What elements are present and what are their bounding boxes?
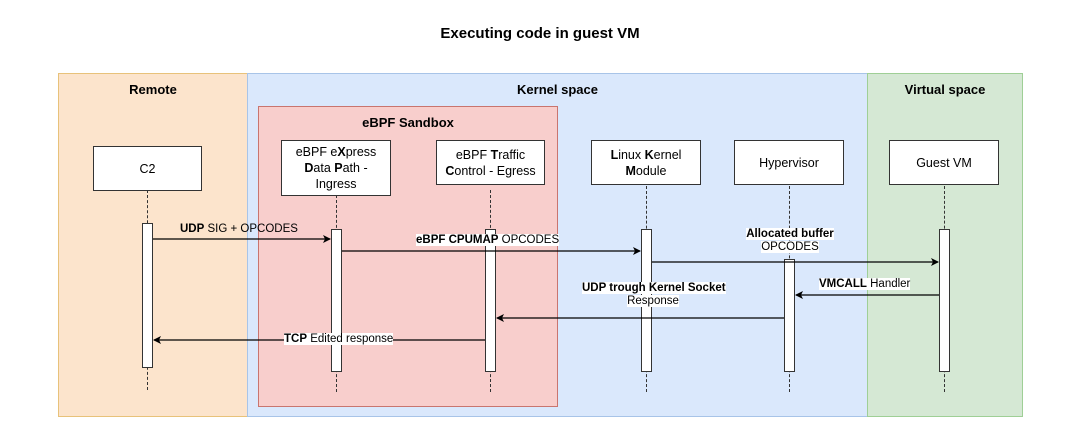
msg-tcp-edited-response: TCP Edited response xyxy=(284,333,394,346)
msg2-bold: eBPF CPUMAP xyxy=(416,234,499,246)
lkm-line1-b: inux xyxy=(618,147,645,162)
hypervisor-activation xyxy=(784,259,795,372)
guestvm-activation xyxy=(939,229,950,372)
hypervisor-actor-label: Hypervisor xyxy=(759,155,819,170)
xdp-line3: Ingress xyxy=(315,177,357,191)
kernel-space-region-label: Kernel space xyxy=(517,82,598,97)
xdp-activation xyxy=(331,229,342,372)
tc-line1-a: eBPF xyxy=(455,147,491,162)
xdp-line2-c: P xyxy=(334,161,343,175)
msg2-text: OPCODES xyxy=(498,234,560,246)
msg1-bold: UDP xyxy=(180,223,205,235)
msg4-bold: VMCALL xyxy=(819,278,867,290)
virtual-space-region-label: Virtual space xyxy=(904,82,986,97)
lkm-line1-c: K xyxy=(644,147,654,162)
lkm-line2-b: odule xyxy=(635,163,667,178)
msg6-text: Edited response xyxy=(307,333,394,345)
lkm-line1-a: L xyxy=(610,147,619,162)
msg5-text: Response xyxy=(627,295,679,307)
xdp-line1-a: eBPF e xyxy=(295,145,338,159)
xdp-line2-a: D xyxy=(304,161,314,175)
msg5-bold: UDP trough Kernel Socket xyxy=(582,282,726,294)
lkm-line2-a: M xyxy=(625,163,636,178)
msg6-bold: TCP xyxy=(284,333,307,345)
msg-cpumap-opcodes: eBPF CPUMAP OPCODES xyxy=(416,234,560,247)
msg-udp-sig-opcodes: UDP SIG + OPCODES xyxy=(180,223,298,236)
guestvm-actor: Guest VM xyxy=(889,140,999,185)
msg1-text: SIG + OPCODES xyxy=(204,223,298,235)
msg3-bold: Allocated buffer xyxy=(746,228,834,240)
xdp-ingress-actor: eBPF eXpress Data Path - Ingress xyxy=(281,140,391,196)
msg-udp-kernel-socket: UDP trough Kernel Socket Response xyxy=(582,282,726,308)
tc-egress-actor: eBPF Traffic Control - Egress xyxy=(436,140,545,185)
hypervisor-actor: Hypervisor xyxy=(734,140,844,185)
msg-allocated-buffer: Allocated buffer OPCODES xyxy=(735,228,845,254)
diagram-title: Executing code in guest VM xyxy=(440,25,640,42)
msg3-text: OPCODES xyxy=(761,241,819,253)
c2-actor: C2 xyxy=(93,146,202,191)
c2-activation xyxy=(142,223,153,368)
lkm-actor: Linux Kernel Module xyxy=(591,140,701,185)
tc-activation xyxy=(485,229,496,372)
tc-line1-b: T xyxy=(490,147,499,162)
tc-line1-c: raffic xyxy=(498,147,526,162)
xdp-line1-b: X xyxy=(337,145,346,159)
tc-line2-a: C xyxy=(445,163,455,178)
ebpf-sandbox-region-label: eBPF Sandbox xyxy=(362,115,454,130)
remote-region-label: Remote xyxy=(129,82,177,97)
msg4-text: Handler xyxy=(866,278,911,290)
xdp-line2-d: ath - xyxy=(342,161,368,175)
msg-vmcall-handler: VMCALL Handler xyxy=(819,278,911,291)
guestvm-actor-label: Guest VM xyxy=(916,155,972,170)
tc-line2-b: ontrol - Egress xyxy=(454,163,536,178)
xdp-line1-c: press xyxy=(345,145,377,159)
c2-actor-label: C2 xyxy=(139,161,156,176)
xdp-line2-b: ata xyxy=(313,161,335,175)
lkm-line1-d: ernel xyxy=(653,147,682,162)
